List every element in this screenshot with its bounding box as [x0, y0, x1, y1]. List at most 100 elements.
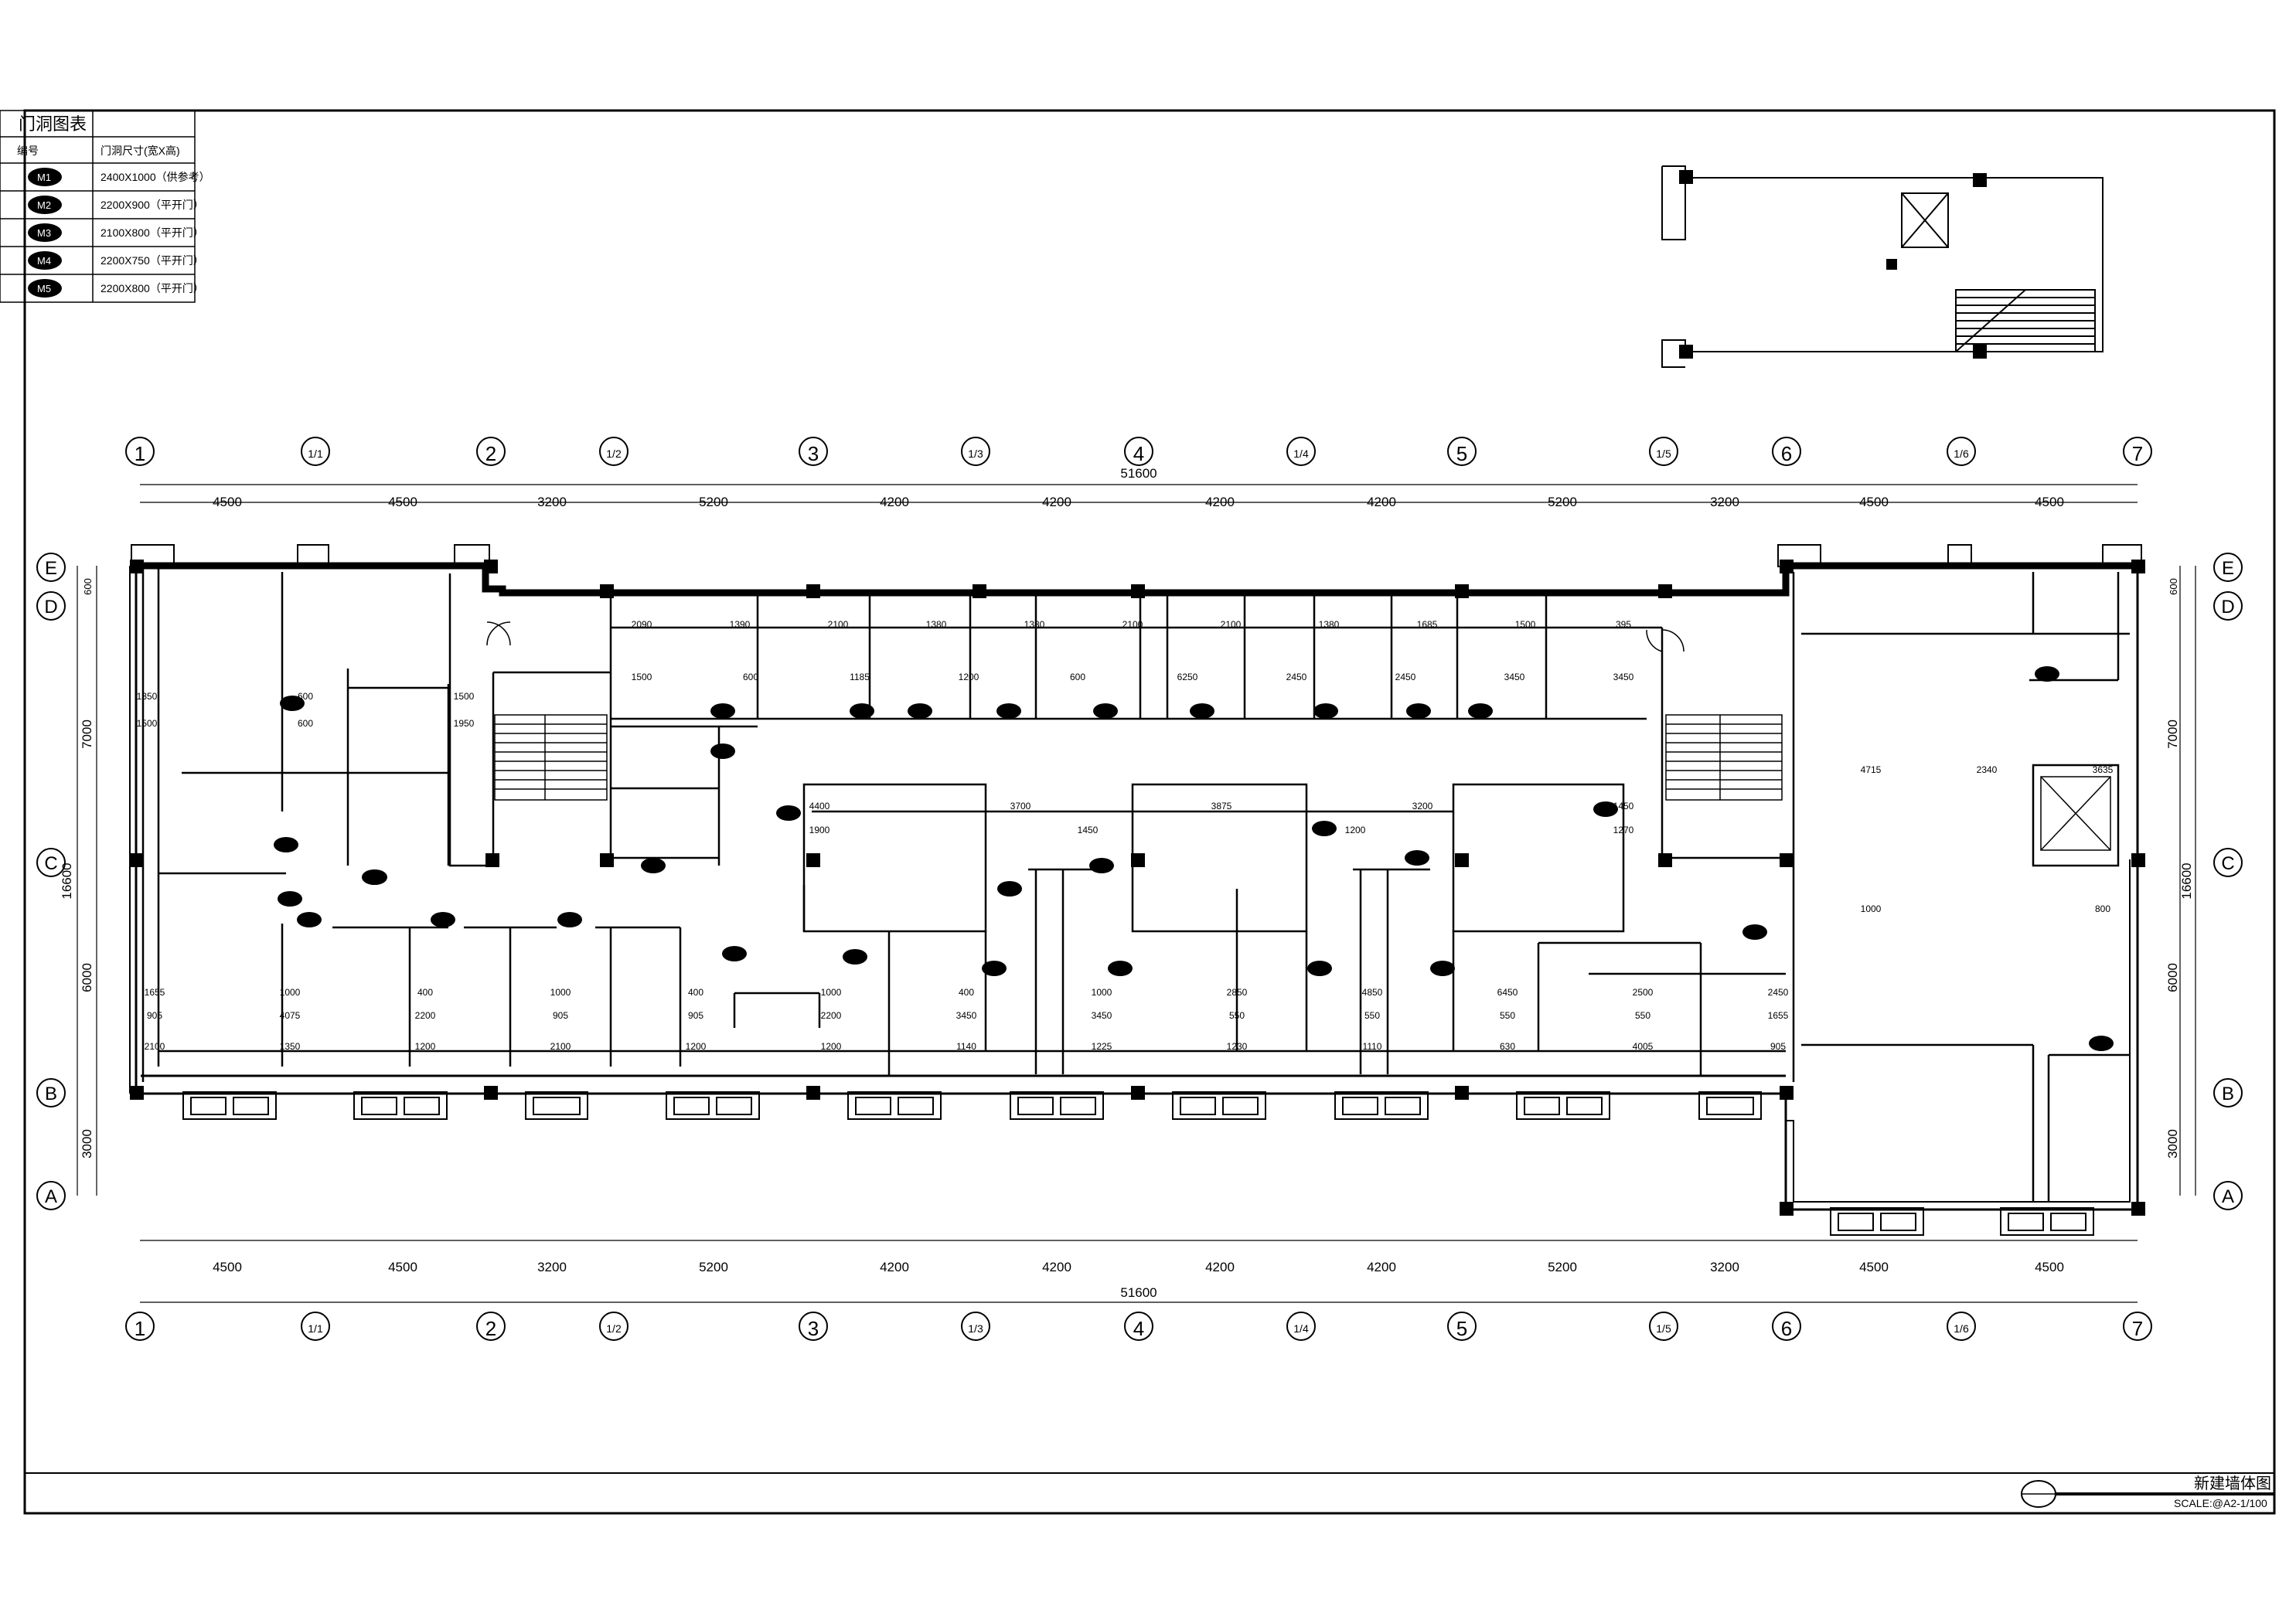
axis-label-bottom-2: 2 — [485, 1317, 496, 1340]
dimension-label: 2450 — [1768, 987, 1789, 998]
axis-label-bottom-3: 3 — [808, 1317, 819, 1340]
row-label-right-b: B — [2222, 1084, 2234, 1104]
dimension-label: 1950 — [454, 718, 475, 729]
span-left: 6000 — [80, 963, 94, 992]
dimension-label: 1110 — [1363, 1041, 1382, 1052]
row-label-left-c: C — [44, 853, 57, 874]
door-code-m3: M3 — [37, 227, 51, 239]
dimension-label: 3700 — [1010, 801, 1031, 812]
axis-label-bottom-7: 7 — [2132, 1317, 2143, 1340]
dimension-label: 1000 — [280, 987, 301, 998]
axis-label-top-3: 3 — [808, 442, 819, 465]
span-right: 600 — [2168, 578, 2179, 595]
door-tag-icon — [28, 251, 62, 270]
dimension-label: 400 — [688, 987, 703, 998]
column-axis-bubbles — [125, 437, 2152, 1341]
axis-label-bottom-1-2: 1/2 — [606, 1322, 622, 1335]
dimension-label: 600 — [1070, 672, 1085, 682]
dimension-label: 2100 — [828, 619, 849, 630]
dimension-label: 1200 — [959, 672, 979, 682]
dimension-label: 1140 — [956, 1041, 976, 1052]
dimension-label: 1000 — [821, 987, 842, 998]
dimension-label: 630 — [1500, 1041, 1515, 1052]
sheet-frame — [23, 109, 2276, 1515]
stair-left — [494, 714, 608, 801]
row-label-left-b: B — [45, 1084, 57, 1104]
total-depth-left: 16600 — [60, 863, 74, 899]
dimension-label: 3450 — [1092, 1010, 1112, 1021]
dimension-label: 1390 — [730, 619, 751, 630]
dimension-label: 2100 — [145, 1041, 165, 1052]
dimension-label: 400 — [417, 987, 433, 998]
stair-right — [1665, 714, 1783, 801]
axis-label-bottom-5: 5 — [1456, 1317, 1467, 1340]
axis-label-bottom-1-6: 1/6 — [1954, 1322, 1969, 1335]
dimension-label: 550 — [1500, 1010, 1515, 1021]
door-tag-icon — [28, 196, 62, 214]
dimension-label: 1380 — [1024, 619, 1045, 630]
dimension-label: 2340 — [1977, 764, 1998, 775]
span-top: 4500 — [1859, 495, 1889, 509]
dimension-label: 3450 — [1504, 672, 1525, 682]
door-code-m5: M5 — [37, 283, 51, 294]
dimension-label: 550 — [1364, 1010, 1380, 1021]
dimension-label: 1900 — [809, 825, 830, 835]
dimension-label: 1380 — [926, 619, 947, 630]
row-label-right-e: E — [2222, 558, 2234, 579]
span-bottom: 4200 — [1205, 1260, 1235, 1274]
dimension-label: 3875 — [1211, 801, 1232, 812]
dimension-label: 600 — [743, 672, 758, 682]
span-bottom: 4200 — [1042, 1260, 1071, 1274]
axis-label-top-1-2: 1/2 — [606, 447, 622, 460]
span-top: 3200 — [537, 495, 567, 509]
dimension-label: 4715 — [1861, 764, 1882, 775]
row-label-right-c: C — [2221, 853, 2234, 874]
dimension-label: 3450 — [956, 1010, 977, 1021]
dimension-label: 1500 — [137, 718, 158, 729]
span-bottom: 4500 — [2035, 1260, 2064, 1274]
door-code-m2: M2 — [37, 199, 51, 211]
south-windows — [131, 544, 2142, 1236]
span-right: 3000 — [2165, 1129, 2180, 1159]
dimension-label: 6450 — [1497, 987, 1518, 998]
dimension-label: 6250 — [1177, 672, 1198, 682]
door-size-m3: 2100X800（平开门） — [100, 226, 204, 239]
door-size-m2: 2200X900（平开门） — [100, 199, 204, 211]
span-bottom: 4200 — [880, 1260, 909, 1274]
dimension-label: 2090 — [632, 619, 652, 630]
axis-label-bottom-6: 6 — [1781, 1317, 1792, 1340]
axis-label-top-1: 1 — [135, 442, 145, 465]
dimension-label: 2100 — [1221, 619, 1242, 630]
dimension-label: 1000 — [550, 987, 571, 998]
dimension-label: 600 — [298, 691, 313, 702]
dimension-label: 1230 — [1227, 1041, 1248, 1052]
elevator-shaft — [2040, 776, 2111, 851]
dimension-label: 1450 — [1078, 825, 1099, 835]
span-bottom: 5200 — [1548, 1260, 1577, 1274]
span-top: 4500 — [388, 495, 417, 509]
dimension-label: 905 — [147, 1010, 162, 1021]
key-plan-columns — [1679, 170, 1987, 359]
row-label-left-d: D — [44, 597, 57, 618]
dimension-label: 1200 — [415, 1041, 436, 1052]
interior-walls — [141, 568, 2130, 1202]
dimension-label: 3200 — [1412, 801, 1433, 812]
door-code-m1: M1 — [37, 172, 51, 183]
dimension-label: 2450 — [1395, 672, 1416, 682]
door-size-m4: 2200X750（平开门） — [100, 254, 204, 267]
dimension-label: 1225 — [1092, 1041, 1112, 1052]
axis-label-bottom-1-3: 1/3 — [968, 1322, 983, 1335]
key-plan — [1661, 165, 2104, 368]
span-top: 5200 — [1548, 495, 1577, 509]
dimension-label: 4400 — [809, 801, 830, 812]
dimension-label: 1200 — [1345, 825, 1366, 835]
span-bottom: 4500 — [213, 1260, 242, 1274]
door-schedule-col-size: 门洞尺寸(宽X高) — [100, 145, 180, 157]
dimension-label: 2850 — [1227, 987, 1248, 998]
door-schedule-title: 门洞图表 — [19, 114, 87, 134]
axis-label-bottom-4: 4 — [1133, 1317, 1144, 1340]
dimension-label: 1655 — [145, 987, 165, 998]
axis-label-top-1-5: 1/5 — [1656, 447, 1671, 460]
dimension-label: 1000 — [1092, 987, 1112, 998]
